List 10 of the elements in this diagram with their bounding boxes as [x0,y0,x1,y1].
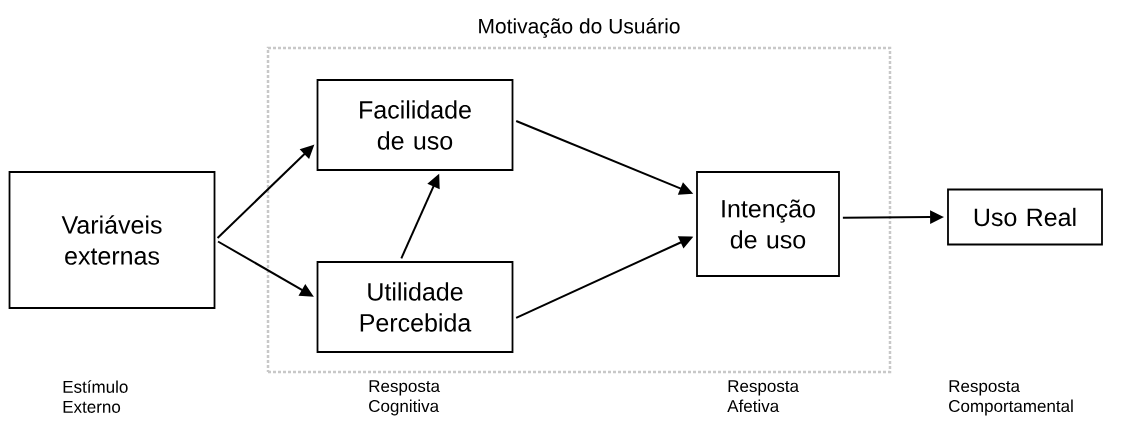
node-label: Motivação do Usuário [479,17,680,38]
process-box: Utilidade Percebida [316,261,514,353]
process-box: Variáveis externas [8,171,216,309]
stage-label: Resposta Cognitiva [369,380,440,416]
stage-label: Resposta Comportamental [949,380,1073,416]
process-box: Intenção de uso [696,171,840,277]
process-box: Uso Real [947,188,1103,246]
stage-label: Resposta Afetiva [727,380,799,413]
process-box: Facilidade de uso [316,79,514,171]
stage-label: Estímulo Externo [63,380,128,413]
